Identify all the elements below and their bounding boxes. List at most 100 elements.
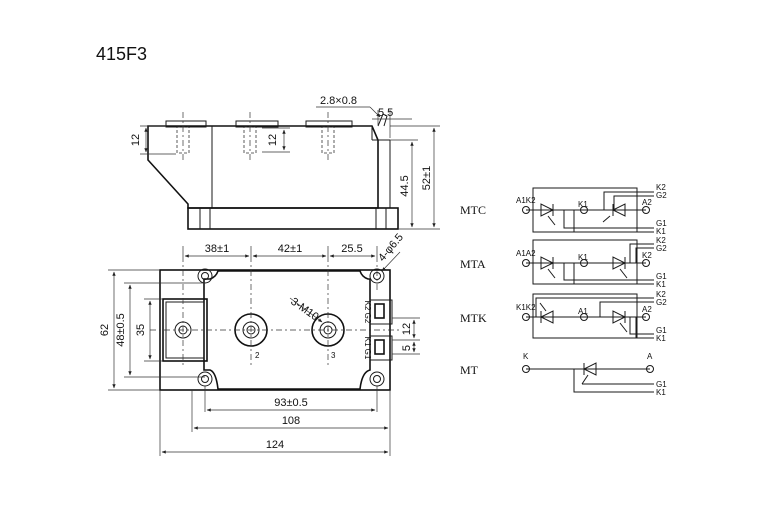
- terminal-label: A: [647, 352, 653, 361]
- terminal-circle: [580, 206, 588, 214]
- circuit-name: MTA: [460, 257, 486, 271]
- dim-25-5: 25.5: [341, 243, 362, 255]
- dim-38: 38±1: [205, 243, 229, 255]
- terminal-block-2: [235, 120, 279, 128]
- leader-line: [289, 297, 323, 323]
- terminal-circle: [646, 365, 654, 373]
- gate-lead: [619, 268, 628, 279]
- gate-lead: [539, 302, 547, 312]
- dim-12-top: 12: [267, 134, 279, 146]
- dim-5-5: 5.5: [378, 107, 393, 119]
- thyristor-symbol: [539, 310, 554, 324]
- thyristor-symbol: [612, 310, 627, 324]
- terminal-circle: [522, 313, 530, 321]
- terminal-circle: [580, 313, 588, 321]
- mount-hole-br-inner: [373, 375, 381, 383]
- dim-93: 93±0.5: [274, 397, 308, 409]
- terminal-label: K: [523, 352, 529, 361]
- pin-label: K2: [656, 290, 666, 299]
- dim-48: 48±0.5: [115, 313, 127, 347]
- gate-lead: [547, 215, 556, 226]
- dim-12-right: 12: [401, 323, 413, 335]
- control-wire: [535, 297, 654, 317]
- circuit-box: [532, 239, 638, 285]
- terminal-label: A2: [642, 198, 652, 207]
- dim-12-side: 12: [130, 134, 142, 146]
- terminal-circle: [642, 206, 650, 214]
- circuit-name: MTK: [460, 311, 487, 325]
- control-wire: [599, 301, 654, 317]
- dim-terminal-size: 2.8×0.8: [320, 95, 357, 107]
- mount-hole-bl: [197, 371, 213, 387]
- gate-lead: [547, 268, 556, 279]
- circuit-mtk: MTK K1K2 A1 A2 K2 G2 G1 K1: [460, 290, 667, 343]
- pin-label: K1: [656, 280, 666, 289]
- gate-connector-top: [369, 299, 393, 325]
- mount-hole-bl-inner: [201, 375, 209, 383]
- gate-connector-bottom: [369, 335, 393, 361]
- terminal-label: A1K2: [516, 196, 536, 205]
- terminal-label: A1: [578, 307, 588, 316]
- control-wire: [629, 243, 654, 263]
- dim-62: 62: [99, 324, 111, 336]
- gate-connector-bottom-pins: [374, 339, 385, 355]
- connector-label-bottom: K1 G1: [363, 337, 372, 360]
- circuit-box: [532, 293, 638, 339]
- thyristor-symbol: [582, 362, 597, 376]
- control-wire: [563, 210, 654, 229]
- gate-lead: [602, 215, 611, 223]
- mount-hole-br: [369, 371, 385, 387]
- terminal-circle: [522, 365, 530, 373]
- terminal-label: K2: [642, 251, 652, 260]
- dim-52: 52±1: [421, 166, 433, 190]
- side-view: 12 12 2.8×0.8 5.5 44.5 52±1: [130, 95, 440, 230]
- terminal-circle: [522, 259, 530, 267]
- top-view: 2 3 K2 G2 K1 G1 38±1 42±1 25.5 4-φ6.5 3-…: [99, 232, 420, 456]
- dim-42: 42±1: [278, 243, 302, 255]
- pin-label: K1: [656, 227, 666, 236]
- dim-hole: 4-φ6.5: [376, 232, 406, 264]
- gate-connector-top-pins: [374, 303, 385, 319]
- thyristor-symbol: [611, 203, 626, 217]
- terminal-2-label: 2: [255, 351, 260, 360]
- thyristor-symbol: [540, 256, 555, 270]
- pin-label: K2: [656, 183, 666, 192]
- pin-label: G2: [656, 298, 667, 307]
- control-wire: [573, 263, 654, 285]
- pin-label: G2: [656, 244, 667, 253]
- pin-label: K2: [656, 236, 666, 245]
- thyristor-symbol: [612, 256, 627, 270]
- model-title: 415F3: [96, 44, 148, 64]
- terminal-circle: [642, 259, 650, 267]
- pin-label: G1: [656, 219, 667, 228]
- pin-label: G2: [656, 191, 667, 200]
- control-wire: [573, 369, 654, 393]
- connector-label-top: K2 G2: [363, 301, 372, 324]
- side-base-plate: [187, 207, 399, 230]
- circuit-name: MTC: [460, 203, 486, 217]
- leader-line: [381, 251, 401, 272]
- dim-5-right: 5: [401, 345, 413, 351]
- side-body-outline: [147, 125, 379, 209]
- control-wire: [629, 317, 654, 335]
- tab-terminal: [377, 113, 388, 127]
- mount-hole-tl-inner: [201, 272, 209, 280]
- thyristor-symbol: [540, 203, 555, 217]
- terminal-block-1: [165, 120, 207, 128]
- dim-thread: 3-M10: [288, 296, 320, 324]
- terminal-circle: [642, 313, 650, 321]
- terminal-circle: [522, 206, 530, 214]
- control-wire: [573, 210, 654, 233]
- control-wire: [563, 263, 654, 281]
- dim-35: 35: [135, 324, 147, 336]
- gate-lead: [581, 374, 589, 385]
- terminal-label: A2: [642, 305, 652, 314]
- terminal-circle: [580, 259, 588, 267]
- gate-lead: [619, 322, 628, 333]
- control-wire: [603, 191, 654, 210]
- mount-hole-tl: [197, 268, 213, 284]
- dim-108: 108: [282, 415, 300, 427]
- pin-label: G1: [656, 272, 667, 281]
- control-wire: [613, 195, 654, 210]
- circuit-name: MT: [460, 363, 479, 377]
